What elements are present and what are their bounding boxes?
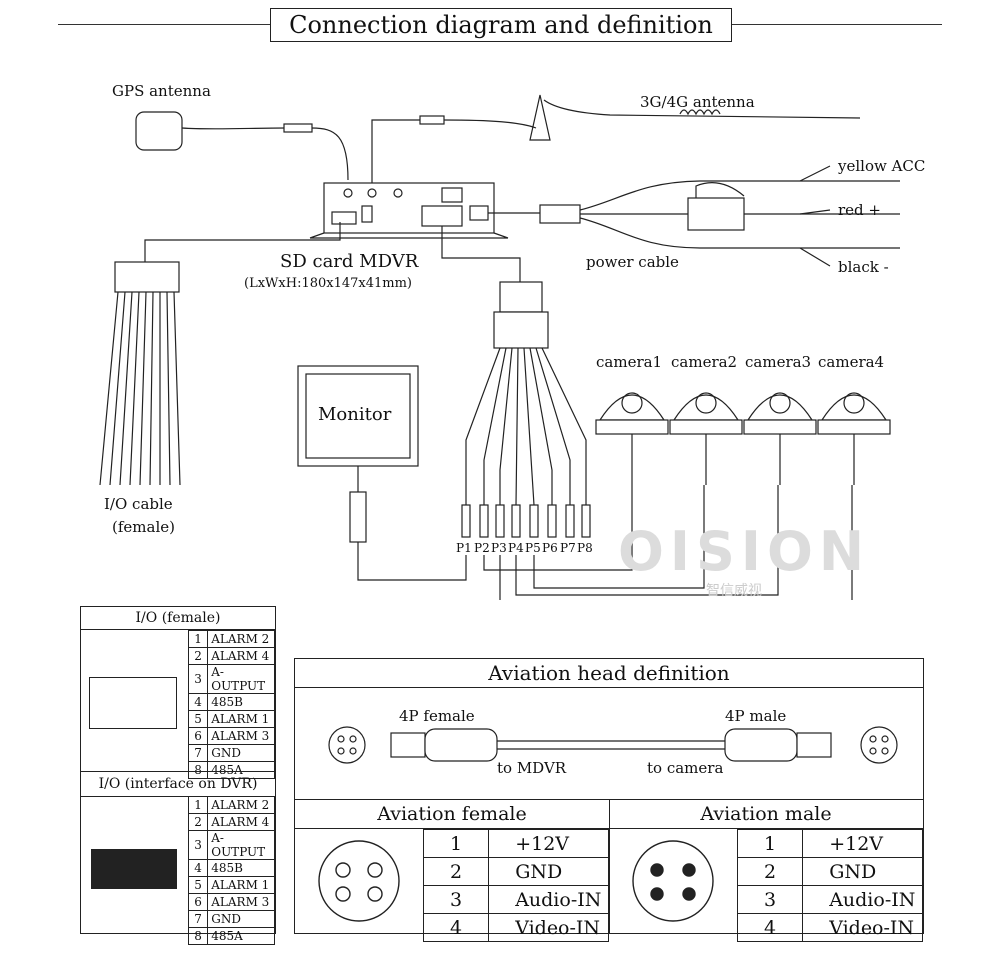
- aviation-female-title: Aviation female: [295, 800, 609, 829]
- port-label: P3: [491, 541, 507, 555]
- watermark-cn: 智信威视: [706, 583, 762, 599]
- table-row: 1+12V: [736, 829, 923, 858]
- port-label: P6: [542, 541, 558, 555]
- power-cable-label: power cable: [586, 253, 679, 271]
- female-label: 4P female: [399, 707, 475, 725]
- antenna-label: 3G/4G antenna: [640, 93, 755, 111]
- port-label: P7: [560, 541, 576, 555]
- antenna-icon: [529, 94, 551, 141]
- mdvr-size-label: (LxWxH:180x147x41mm): [244, 276, 413, 291]
- camera1-label: camera1: [596, 353, 663, 371]
- monitor-icon: [297, 365, 419, 467]
- red-label: red +: [838, 201, 881, 219]
- table-row: 1+12V: [422, 829, 609, 858]
- mdvr-label: SD card MDVR: [280, 251, 419, 272]
- aviation-divider: [295, 799, 923, 800]
- io-female-connector-icon: [89, 677, 177, 729]
- aviation-male-title: Aviation male: [609, 800, 923, 829]
- to-mdvr-label: to MDVR: [497, 759, 567, 777]
- to-camera-label: to camera: [647, 759, 724, 777]
- io-dvr-title: I/O (interface on DVR): [81, 771, 275, 797]
- connection-diagram: [99, 94, 900, 600]
- mdvr-icon: [323, 182, 495, 234]
- camera4-label: camera4: [818, 353, 885, 371]
- camera3-label: camera3: [745, 353, 812, 371]
- io-cable-label: I/O cable: [104, 495, 173, 513]
- camera2-label: camera2: [671, 353, 738, 371]
- gps-antenna-label: GPS antenna: [112, 82, 211, 100]
- female-pin-diagram: [318, 840, 400, 922]
- male-label: 4P male: [725, 707, 787, 725]
- port-label: P4: [508, 541, 524, 555]
- aviation-panel: Aviation head definition 4P female 4P ma…: [294, 658, 924, 942]
- io-female-title: I/O (female): [81, 607, 275, 630]
- black-label: black -: [838, 258, 889, 276]
- port-label: P1: [456, 541, 472, 555]
- io-dvr-connector-icon: [91, 849, 177, 889]
- page-title: Connection diagram and definition: [270, 8, 732, 42]
- gps-antenna-icon: [135, 111, 183, 151]
- port-label: P2: [474, 541, 490, 555]
- aviation-cable-diagram: [328, 726, 898, 764]
- io-connector-icon: [114, 261, 180, 293]
- aviation-title: Aviation head definition: [295, 659, 923, 688]
- port-label: P5: [525, 541, 541, 555]
- yellow-acc-label: yellow ACC: [838, 157, 926, 175]
- port-label: P8: [577, 541, 593, 555]
- monitor-label: Monitor: [318, 404, 392, 425]
- watermark: OISION: [618, 520, 871, 583]
- male-pin-diagram: [632, 840, 714, 922]
- io-cable-sub-label: (female): [112, 518, 175, 536]
- camera-icons: [595, 392, 891, 485]
